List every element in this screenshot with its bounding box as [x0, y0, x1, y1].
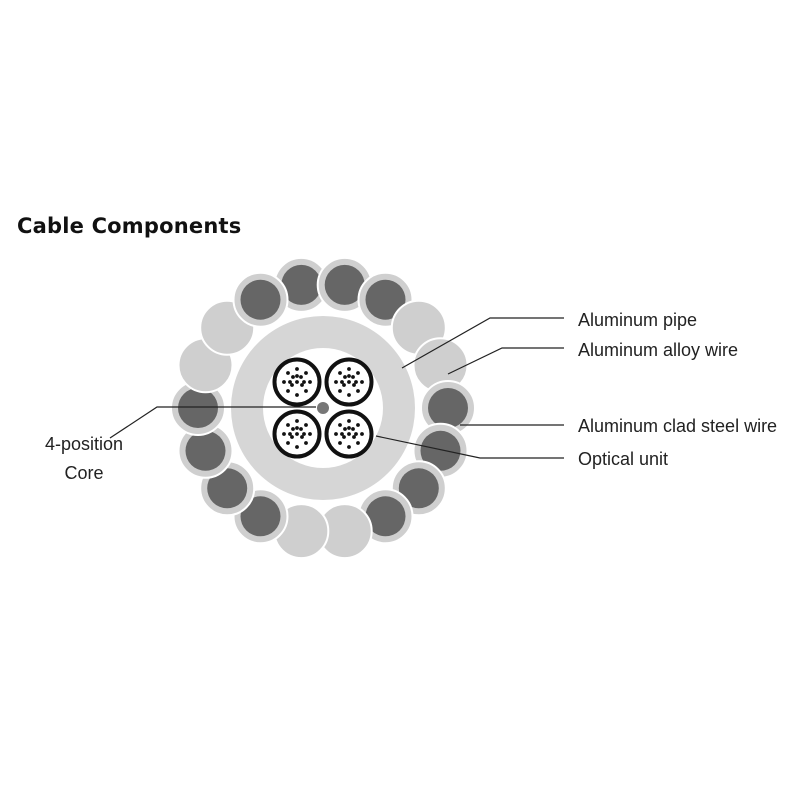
optical-fiber: [300, 383, 304, 387]
optical-units-layer: [272, 357, 374, 459]
label-core-line-1: 4-position: [45, 434, 123, 454]
steel-core: [365, 279, 406, 320]
optical-fiber: [295, 432, 299, 436]
optical-fiber: [291, 427, 295, 431]
optical-fiber: [334, 432, 338, 436]
optical-unit: [272, 357, 322, 407]
optical-unit: [324, 357, 374, 407]
optical-fiber: [290, 383, 294, 387]
aluminum-clad-steel-wire: [232, 271, 289, 328]
optical-fiber: [290, 435, 294, 439]
optical-fiber: [338, 389, 342, 393]
optical-fiber: [304, 441, 308, 445]
optical-fiber: [356, 371, 360, 375]
optical-fiber: [347, 432, 351, 436]
optical-fiber: [304, 423, 308, 427]
center-member: [317, 402, 329, 414]
optical-fiber: [342, 435, 346, 439]
optical-fiber: [356, 423, 360, 427]
label-aluminum-pipe: Aluminum pipe: [578, 310, 697, 330]
optical-fiber: [343, 427, 347, 431]
optical-unit: [272, 409, 322, 459]
optical-fiber: [351, 427, 355, 431]
label-core-line-2: Core: [64, 463, 103, 483]
optical-fiber: [295, 374, 299, 378]
steel-core: [207, 468, 248, 509]
optical-fiber: [334, 380, 338, 384]
optical-fiber: [347, 419, 351, 423]
optical-fiber: [295, 445, 299, 449]
optical-fiber: [340, 432, 344, 436]
optical-fiber: [304, 371, 308, 375]
steel-core: [365, 496, 406, 537]
leader-aluminum-alloy-wire: [447, 347, 564, 375]
optical-fiber: [300, 435, 304, 439]
steel-core: [281, 264, 322, 305]
label-optical-unit: Optical unit: [578, 449, 668, 469]
steel-core: [185, 430, 226, 471]
label-aluminum-clad-steel-wire: Aluminum clad steel wire: [578, 416, 777, 436]
label-aluminum-alloy-wire: Aluminum alloy wire: [578, 340, 738, 360]
optical-fiber: [342, 383, 346, 387]
steel-core: [240, 279, 281, 320]
optical-fiber: [304, 389, 308, 393]
outer-wires-layer: [170, 256, 476, 560]
optical-fiber: [286, 441, 290, 445]
optical-fiber: [360, 380, 364, 384]
optical-fiber: [351, 375, 355, 379]
optical-fiber: [299, 427, 303, 431]
optical-fiber: [295, 380, 299, 384]
optical-fiber: [308, 380, 312, 384]
optical-fiber: [288, 380, 292, 384]
optical-fiber: [302, 380, 306, 384]
leader-aluminum-pipe: [401, 317, 564, 369]
optical-fiber: [338, 371, 342, 375]
optical-fiber: [286, 389, 290, 393]
optical-fiber: [286, 371, 290, 375]
optical-fiber: [302, 432, 306, 436]
optical-fiber: [308, 432, 312, 436]
optical-unit: [324, 409, 374, 459]
leader-4-position-core: [109, 406, 316, 439]
optical-fiber: [343, 375, 347, 379]
optical-fiber: [356, 441, 360, 445]
aluminum-clad-steel-wire: [177, 422, 234, 479]
optical-fiber: [340, 380, 344, 384]
steel-core: [178, 388, 218, 428]
optical-fiber: [347, 393, 351, 397]
optical-fiber: [299, 375, 303, 379]
steel-core: [324, 264, 365, 305]
page-title: Cable Components: [17, 214, 242, 238]
optical-fiber: [347, 374, 351, 378]
optical-fiber: [347, 426, 351, 430]
steel-core: [420, 430, 461, 471]
optical-fiber: [352, 383, 356, 387]
optical-fiber: [295, 367, 299, 371]
optical-fiber: [347, 445, 351, 449]
optical-fiber: [354, 432, 358, 436]
optical-fiber: [295, 426, 299, 430]
optical-fiber: [286, 423, 290, 427]
optical-fiber: [360, 432, 364, 436]
optical-fiber: [356, 389, 360, 393]
optical-fiber: [347, 367, 351, 371]
optical-fiber: [295, 419, 299, 423]
optical-fiber: [347, 380, 351, 384]
optical-fiber: [288, 432, 292, 436]
optical-fiber: [338, 423, 342, 427]
leader-lines: [109, 317, 564, 459]
steel-core: [398, 468, 439, 509]
optical-fiber: [291, 375, 295, 379]
steel-core: [428, 388, 468, 428]
optical-fiber: [295, 393, 299, 397]
optical-fiber: [352, 435, 356, 439]
optical-fiber: [354, 380, 358, 384]
optical-fiber: [282, 380, 286, 384]
optical-fiber: [338, 441, 342, 445]
optical-fiber: [282, 432, 286, 436]
leader-optical-unit: [375, 435, 564, 459]
steel-core: [240, 496, 281, 537]
